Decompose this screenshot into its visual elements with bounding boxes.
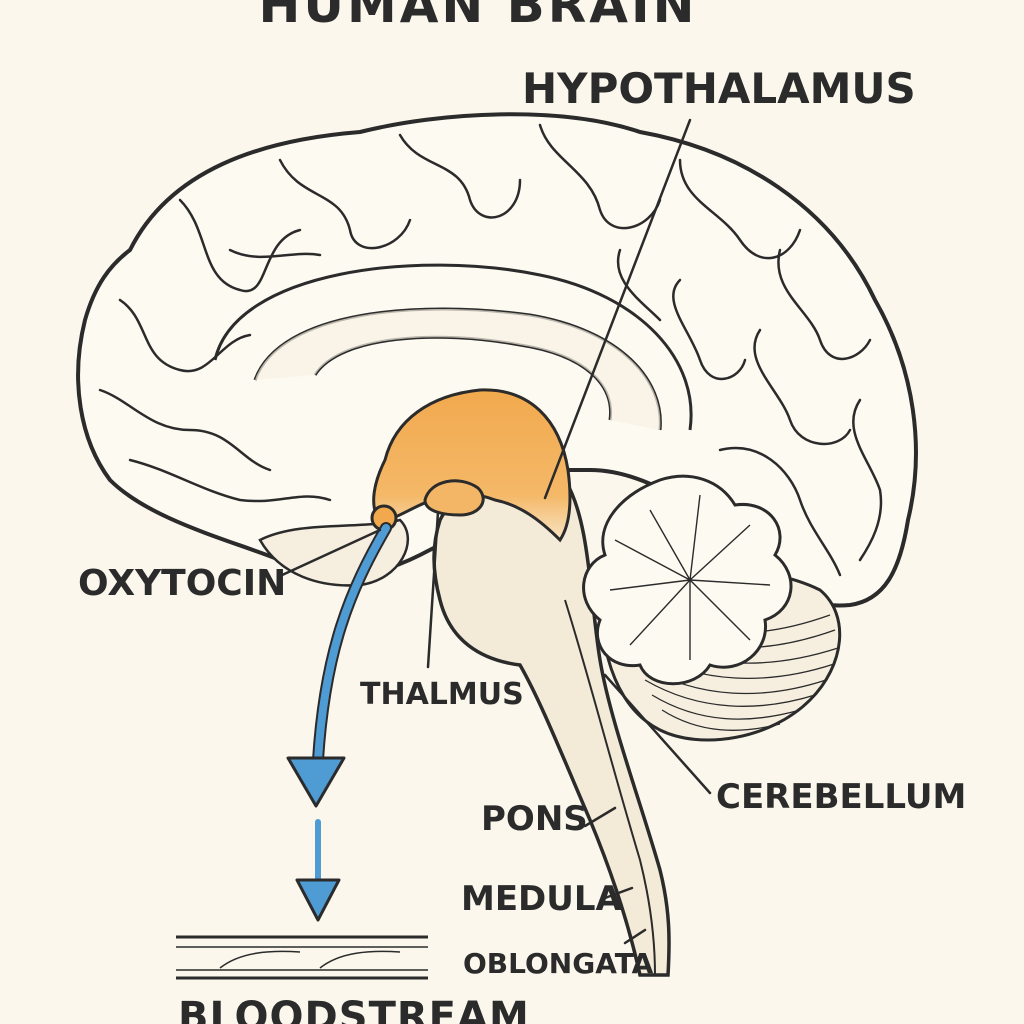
oxytocin-flow-arrow-fill xyxy=(314,524,390,764)
thalamus-shape xyxy=(423,479,485,517)
label-cerebellum: CEREBELLUM xyxy=(716,777,966,817)
label-bloodstream: BLOODSTREAM xyxy=(178,994,530,1024)
leader-lines xyxy=(278,118,712,945)
arbor-vitae-branches xyxy=(609,494,771,660)
bloodstream-vessel xyxy=(176,935,428,980)
label-oblongata: OBLONGATA xyxy=(463,947,654,980)
brainstem xyxy=(432,474,671,977)
label-hypothalamus: HYPOTHALAMUS xyxy=(522,64,916,113)
label-oxytocin: OXYTOCIN xyxy=(78,563,286,604)
arrow-head-1 xyxy=(286,756,346,808)
cerebrum-folds xyxy=(98,123,883,577)
label-medula: MEDULA xyxy=(461,879,623,919)
label-thalmus: THALMUS xyxy=(360,677,524,712)
page-title: HUMAN BRAIN xyxy=(259,0,698,34)
arrow-head-2 xyxy=(295,878,341,922)
label-pons: PONS xyxy=(481,799,588,839)
corpus-callosum-fill xyxy=(255,308,661,430)
brainstem-inner-line xyxy=(564,599,656,976)
